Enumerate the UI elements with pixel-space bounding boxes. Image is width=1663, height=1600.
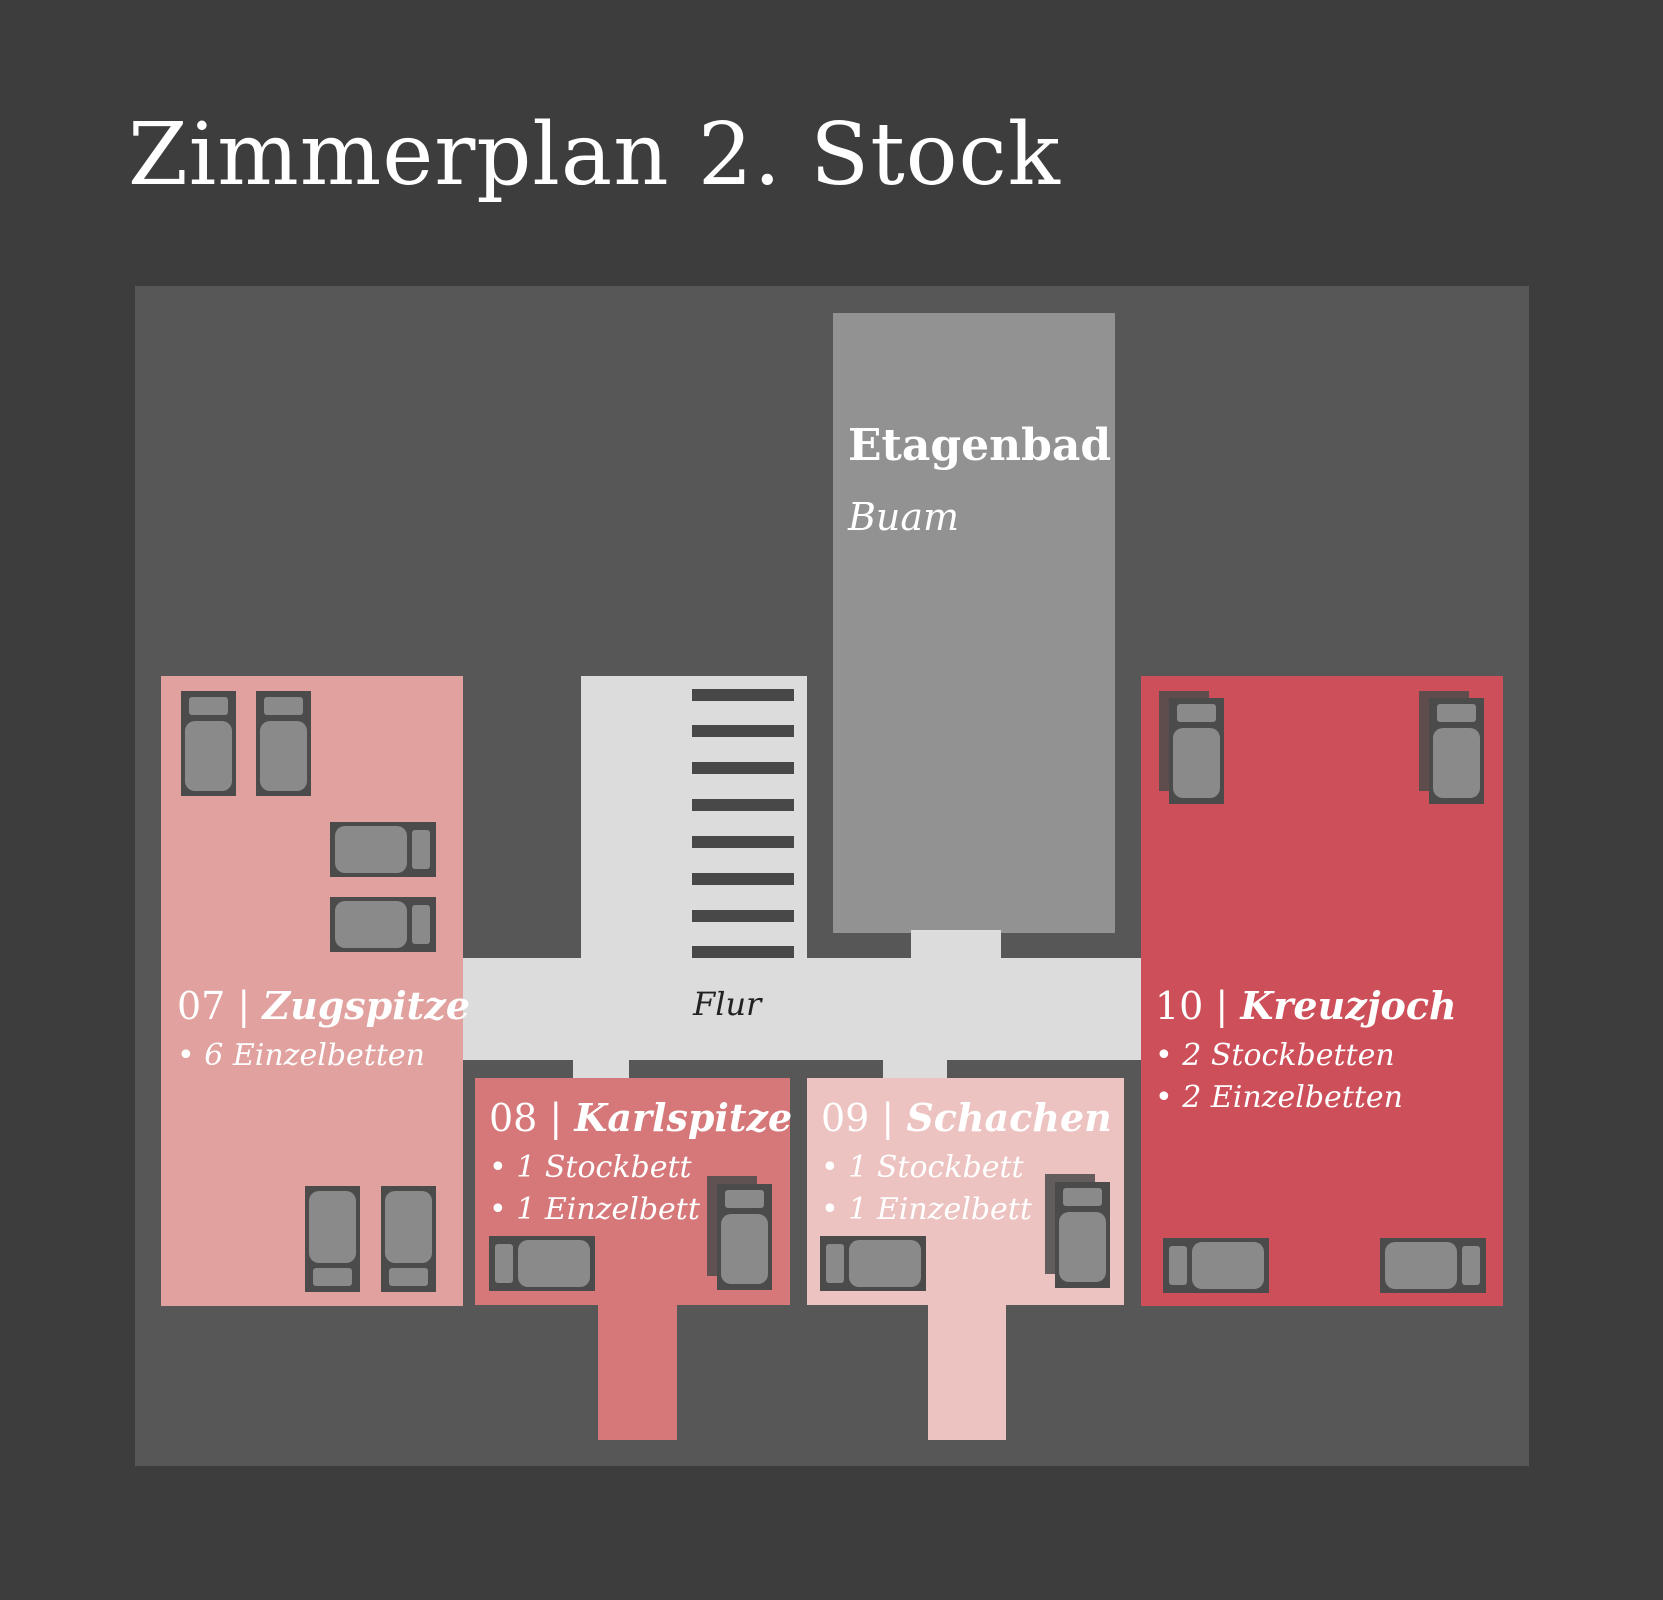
room-09-beds: • 1 Stockbett — [821, 1150, 1024, 1185]
room-10-number: 10 | — [1155, 984, 1229, 1028]
room-08-beds: • 1 Einzelbett — [489, 1192, 700, 1227]
bunk-bed-icon — [717, 1184, 772, 1290]
single-bed-icon — [1163, 1238, 1269, 1293]
stair-step — [692, 799, 794, 811]
door-09 — [883, 1058, 947, 1080]
stair-step — [692, 946, 794, 958]
room-09-number: 09 | — [821, 1096, 895, 1140]
bunk-bed-icon — [1169, 698, 1224, 804]
bathroom-etagenbad[interactable] — [833, 313, 1115, 933]
room-08-annex — [598, 1303, 677, 1440]
stair-step — [692, 762, 794, 774]
room-09-title: 09 | Schachen — [821, 1095, 1112, 1140]
page-title: Zimmerplan 2. Stock — [128, 105, 1061, 205]
single-bed-icon — [256, 691, 311, 796]
corridor-flur[interactable] — [460, 958, 1143, 1060]
room-07-title: 07 | Zugspitze — [177, 983, 470, 1028]
stair-step — [692, 873, 794, 885]
room-07-beds: • 6 Einzelbetten — [177, 1038, 425, 1073]
single-bed-icon — [820, 1236, 926, 1291]
bathroom-name: Etagenbad — [848, 420, 1112, 471]
corridor-label: Flur — [693, 985, 762, 1023]
room-09-annex — [928, 1303, 1006, 1440]
single-bed-icon — [330, 897, 436, 952]
room-09-name: Schachen — [906, 1095, 1112, 1140]
room-08-title: 08 | Karlspitze — [489, 1095, 792, 1140]
room-09-beds: • 1 Einzelbett — [821, 1192, 1032, 1227]
single-bed-icon — [305, 1186, 360, 1292]
bunk-bed-icon — [1055, 1182, 1110, 1288]
room-07-number: 07 | — [177, 984, 251, 1028]
stair-step — [692, 910, 794, 922]
single-bed-icon — [330, 822, 436, 877]
single-bed-icon — [1380, 1238, 1486, 1293]
stair-step — [692, 689, 794, 701]
room-10-title: 10 | Kreuzjoch — [1155, 983, 1457, 1028]
room-10-name: Kreuzjoch — [1240, 983, 1457, 1028]
room-10-beds: • 2 Einzelbetten — [1155, 1080, 1403, 1115]
bunk-bed-icon — [1429, 698, 1484, 804]
single-bed-icon — [381, 1186, 436, 1292]
room-08-name: Karlspitze — [574, 1095, 793, 1140]
room-10-beds: • 2 Stockbetten — [1155, 1038, 1395, 1073]
stair-step — [692, 725, 794, 737]
bathroom-subtitle: Buam — [848, 495, 960, 539]
door-08 — [573, 1058, 629, 1080]
single-bed-icon — [489, 1236, 595, 1291]
bathroom-door — [911, 930, 1001, 960]
room-08-number: 08 | — [489, 1096, 563, 1140]
stair-step — [692, 836, 794, 848]
room-07-name: Zugspitze — [262, 983, 470, 1028]
room-08-beds: • 1 Stockbett — [489, 1150, 692, 1185]
single-bed-icon — [181, 691, 236, 796]
